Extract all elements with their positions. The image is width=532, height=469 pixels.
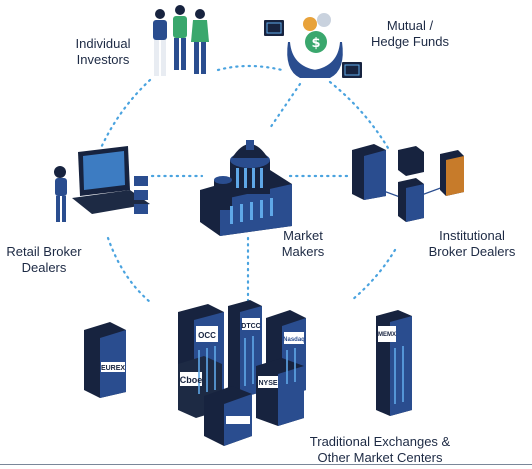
label-retail-broker-dealers: Retail Broker Dealers xyxy=(6,244,82,275)
connector-investors-retail xyxy=(98,78,152,152)
svg-text:$: $ xyxy=(311,36,320,51)
nyse-logo: NYSE xyxy=(258,380,277,387)
institutional-towers-icon xyxy=(352,144,464,222)
connector-institutional-exchanges xyxy=(350,248,397,302)
label-mutual-hedge-funds: Mutual / Hedge Funds xyxy=(370,18,450,49)
individual-investors-icon xyxy=(153,5,209,76)
label-individual-investors: Individual Investors xyxy=(75,36,131,67)
dtcc-logo: DTCC xyxy=(241,323,260,330)
connector-funds-institutional xyxy=(328,80,390,150)
funds-hands-icon: $ xyxy=(264,13,362,78)
eurex-logo: EUREX xyxy=(101,365,125,372)
retail-computer-icon xyxy=(54,146,150,222)
market-makers-building-icon xyxy=(200,140,292,236)
nasdaq-logo: Nasdaq xyxy=(283,337,305,343)
label-traditional-exchanges: Traditional Exchanges & Other Market Cen… xyxy=(309,434,451,465)
connector-retail-exchanges xyxy=(106,236,152,304)
label-institutional-broker-dealers: Institutional Broker Dealers xyxy=(428,228,516,259)
connector-investors-funds xyxy=(216,64,284,72)
bottom-divider xyxy=(0,464,532,465)
cboe-logo: Cboe xyxy=(180,375,203,385)
label-market-makers: Market Makers xyxy=(281,228,325,259)
connector-funds-makers xyxy=(268,82,302,130)
memx-logo: MEMX xyxy=(378,332,396,338)
occ-logo: OCC xyxy=(198,331,216,340)
exchanges-cluster-icon xyxy=(84,300,412,446)
